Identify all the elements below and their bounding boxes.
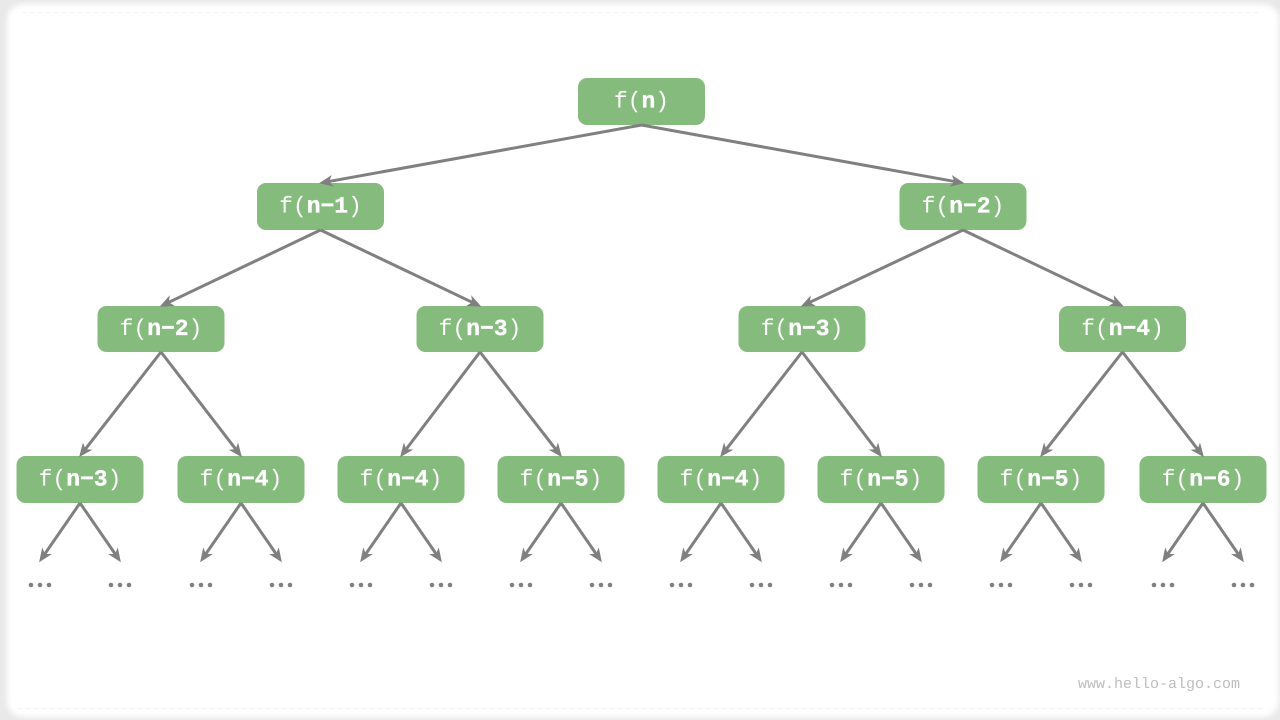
- svg-text:f(n−5): f(n−5): [1000, 467, 1083, 493]
- svg-text:f(n−3): f(n−3): [761, 316, 844, 342]
- svg-text:f(n−2): f(n−2): [120, 316, 203, 342]
- svg-text:f(n−5): f(n−5): [840, 467, 923, 493]
- svg-text:f(n−6): f(n−6): [1162, 467, 1245, 493]
- svg-text:f(n−1): f(n−1): [279, 194, 362, 220]
- svg-text:f(n−2): f(n−2): [922, 194, 1005, 220]
- svg-text:f(n−5): f(n−5): [520, 467, 603, 493]
- svg-text:f(n−3): f(n−3): [39, 467, 122, 493]
- svg-text:f(n−4): f(n−4): [200, 467, 283, 493]
- svg-text:f(n−4): f(n−4): [680, 467, 763, 493]
- svg-text:f(n−4): f(n−4): [1081, 316, 1164, 342]
- svg-text:www.hello-algo.com: www.hello-algo.com: [1078, 676, 1240, 693]
- svg-text:f(n−4): f(n−4): [360, 467, 443, 493]
- svg-text:f(n): f(n): [614, 89, 669, 115]
- svg-text:f(n−3): f(n−3): [439, 316, 522, 342]
